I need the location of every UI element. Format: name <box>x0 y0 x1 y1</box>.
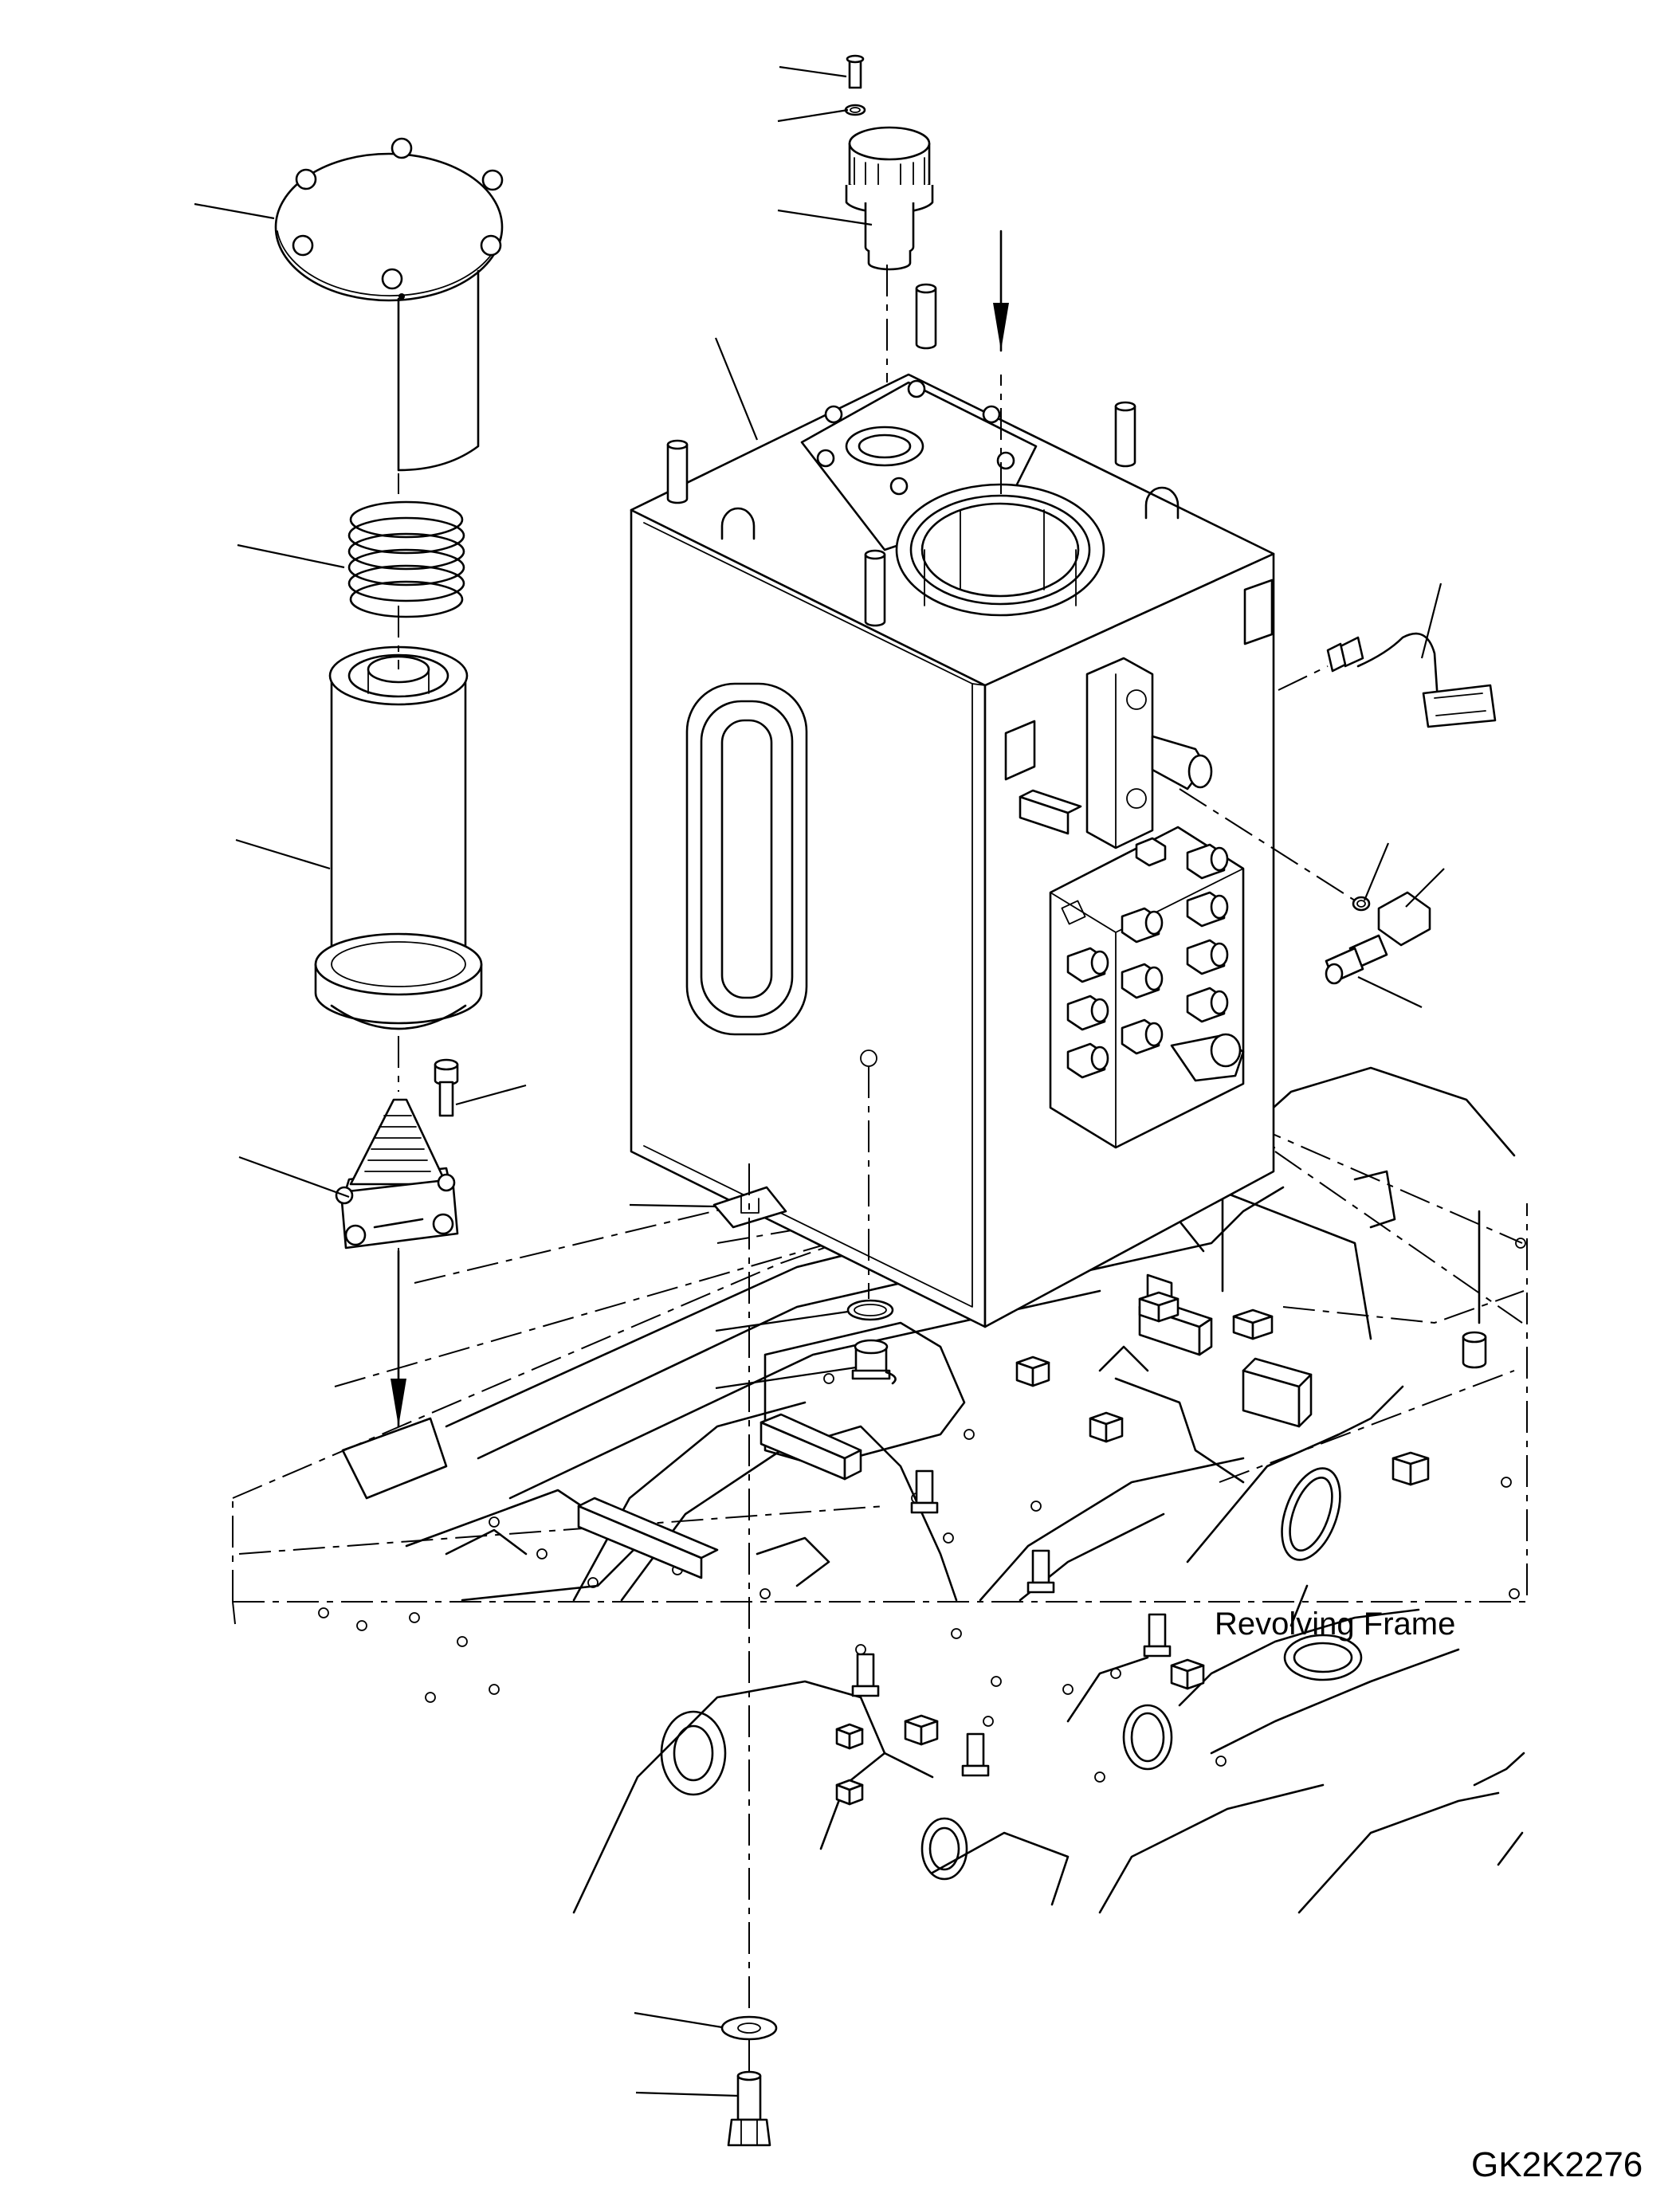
bolt-small <box>434 1058 459 1117</box>
fittings <box>1066 837 1245 1082</box>
return-manifold <box>1085 657 1213 849</box>
filter-element <box>314 645 483 1030</box>
frame-cubes <box>835 1291 1430 1806</box>
spring <box>347 500 465 618</box>
leader-lines <box>194 65 1445 2097</box>
strainer-valve <box>335 1098 459 1250</box>
frame-blocks <box>577 1273 1313 1579</box>
strainer-assembly <box>274 137 504 1250</box>
valve-block <box>1049 826 1245 1149</box>
drain-parts <box>720 1299 897 2147</box>
cover-bolts <box>292 137 504 290</box>
arrow-down-icon <box>993 230 1009 352</box>
revolving-frame-label: Revolving Frame <box>1215 1607 1456 1642</box>
breather-assembly <box>844 54 934 271</box>
drawing-code-label: GK2K2276 <box>1471 2145 1643 2184</box>
sensor-assembly <box>1325 632 1497 985</box>
hydraulic-tank <box>630 283 1275 1328</box>
frame-bolts <box>851 1469 1172 1777</box>
frame-holes <box>318 1238 1526 1783</box>
arrow-down-icon <box>391 1250 406 1428</box>
sight-gauge <box>685 682 808 1036</box>
top-studs <box>666 283 1136 627</box>
